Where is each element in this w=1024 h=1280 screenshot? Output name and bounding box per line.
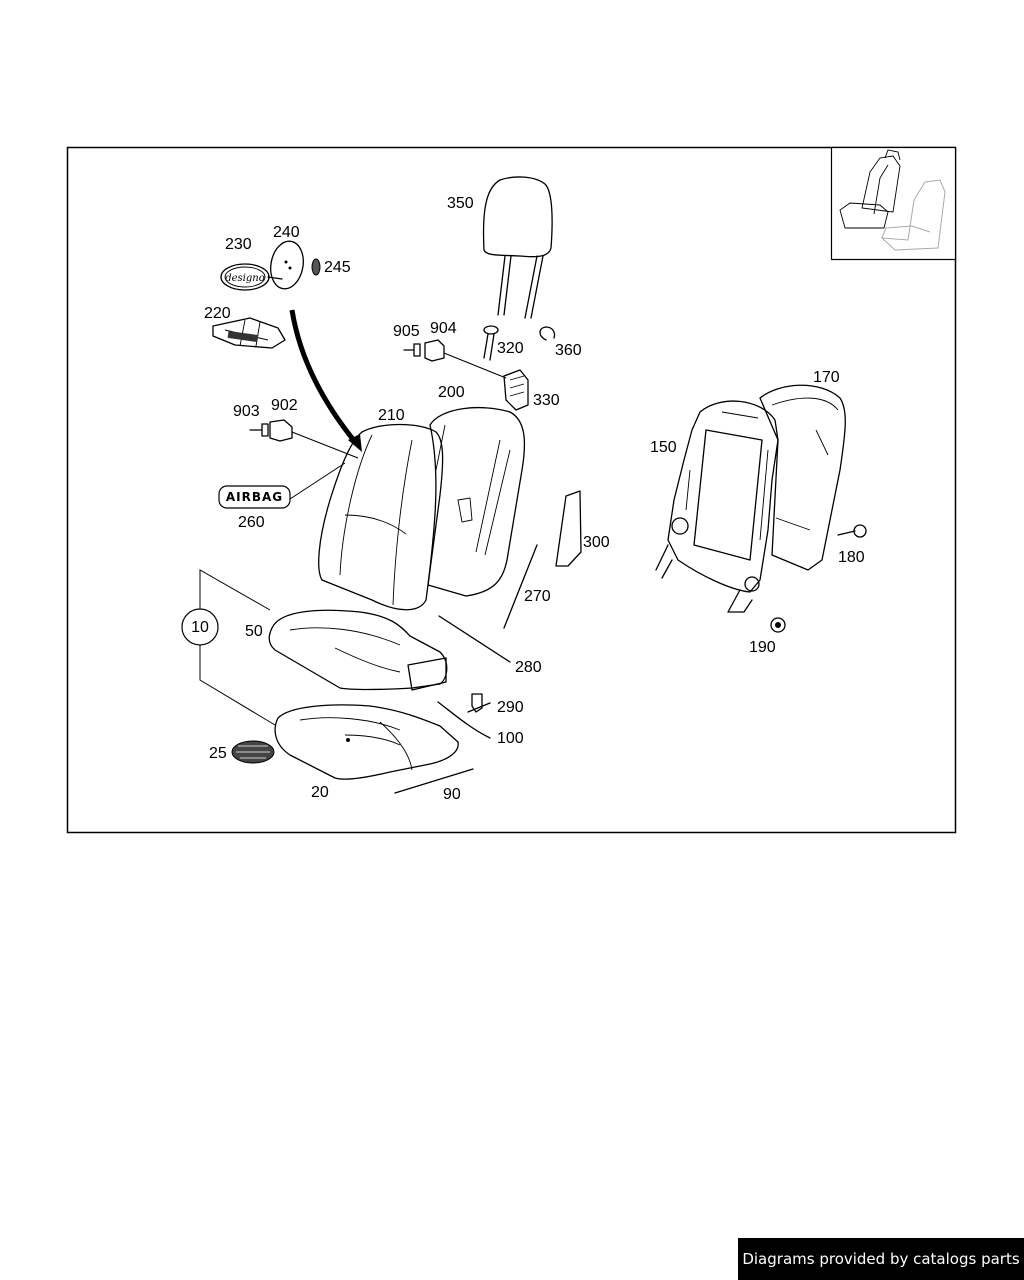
- label-320: 320: [497, 340, 524, 357]
- label-190: 190: [749, 639, 776, 656]
- label-90: 90: [443, 786, 461, 803]
- label-270: 270: [524, 588, 551, 605]
- label-150: 150: [650, 439, 677, 456]
- part-902-connector: [269, 419, 359, 459]
- part-20-cushion-pad: [274, 704, 459, 780]
- label-330: 330: [533, 392, 560, 409]
- diagram-frame: [66, 146, 957, 834]
- part-320-guide: [483, 325, 499, 361]
- part-905-plug: [403, 343, 421, 357]
- part-10-assembly-callout: [181, 569, 276, 726]
- part-300-trim: [555, 490, 582, 567]
- part-190-bolt: [770, 617, 786, 633]
- part-280-rod: [438, 615, 511, 663]
- label-904: 904: [430, 320, 457, 337]
- label-280: 280: [515, 659, 542, 676]
- label-50: 50: [245, 623, 263, 640]
- part-245-nut: [311, 258, 321, 276]
- part-904-connector: [424, 339, 507, 379]
- label-260: 260: [238, 514, 265, 531]
- label-230: 230: [225, 236, 252, 253]
- label-905: 905: [393, 323, 420, 340]
- airbag-text: AIRBAG: [226, 490, 283, 504]
- label-10: 10: [191, 619, 209, 636]
- label-902: 902: [271, 397, 298, 414]
- part-25-grille: [231, 740, 275, 764]
- label-100: 100: [497, 730, 524, 747]
- diagram-credit-text: Diagrams provided by catalogs parts: [742, 1250, 1020, 1268]
- label-350: 350: [447, 195, 474, 212]
- label-180: 180: [838, 549, 865, 566]
- label-200: 200: [438, 384, 465, 401]
- part-903-plug: [249, 423, 269, 437]
- part-number-labels: 350 240 230 245 220 905 904 320 360 330 …: [191, 195, 865, 803]
- seat-location-thumbnail: [830, 146, 957, 261]
- part-360-clip: [539, 326, 556, 341]
- label-290: 290: [497, 699, 524, 716]
- label-240: 240: [273, 224, 300, 241]
- part-240-disc: [270, 240, 304, 290]
- part-210-seatback-front: [318, 423, 444, 611]
- part-200-backrest-cover: [427, 406, 526, 597]
- part-180-screw: [837, 524, 867, 538]
- part-350-headrest: [482, 176, 553, 319]
- part-170-back-panel: [759, 384, 846, 571]
- label-170: 170: [813, 369, 840, 386]
- label-360: 360: [555, 342, 582, 359]
- part-230-badge: designo: [220, 263, 283, 291]
- label-220: 220: [204, 305, 231, 322]
- label-903: 903: [233, 403, 260, 420]
- part-330-module: [503, 369, 529, 411]
- part-150-backrest-frame: [655, 400, 779, 613]
- part-270-rod: [503, 544, 538, 629]
- part-100-wire: [437, 701, 491, 739]
- part-50-cushion-cover: [268, 609, 448, 691]
- label-20: 20: [311, 784, 329, 801]
- label-245: 245: [324, 259, 351, 276]
- label-25: 25: [209, 745, 227, 762]
- part-90-rod: [394, 768, 474, 794]
- diagram-credit-banner: Diagrams provided by catalogs parts: [738, 1238, 1024, 1280]
- assembly-arrow: [289, 309, 362, 452]
- part-290-clip: [467, 693, 491, 713]
- label-300: 300: [583, 534, 610, 551]
- label-210: 210: [378, 407, 405, 424]
- badge-text: designo: [225, 273, 265, 284]
- part-260-airbag-label: AIRBAG: [218, 462, 346, 509]
- part-220-holder: [212, 317, 286, 349]
